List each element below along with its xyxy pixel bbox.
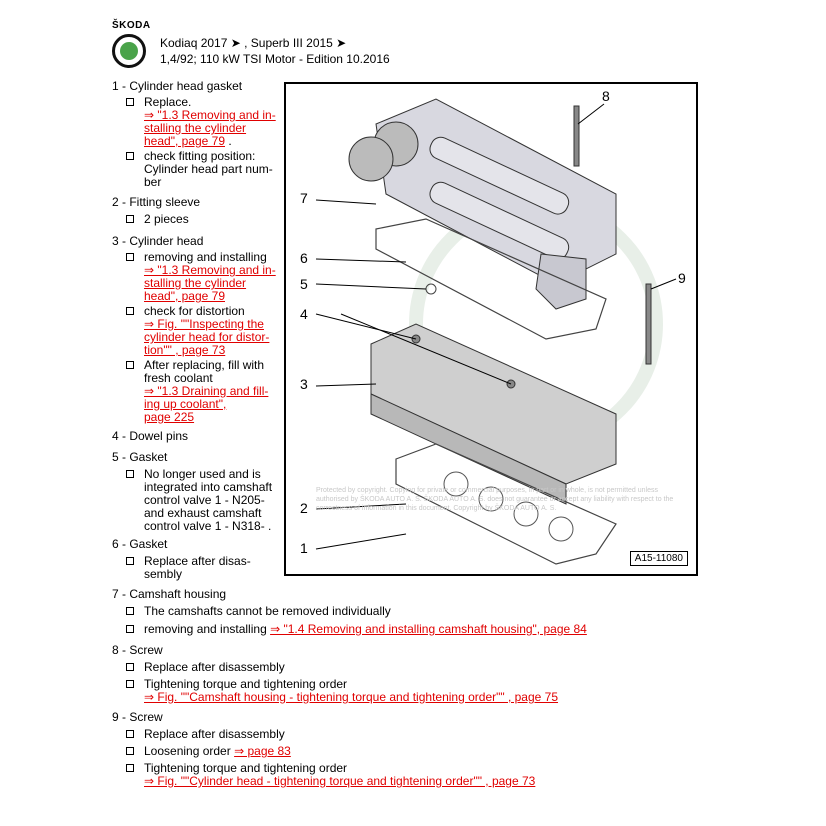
checkbox-bullet-icon [126,152,134,160]
callout-5: 5 [300,276,308,292]
exploded-view-diagram: 7 6 5 4 3 2 1 8 9 Protected by copyright… [284,82,698,576]
link[interactable]: ⇒ Fig. ""Camshaft housing - tightening t… [144,690,559,704]
link[interactable]: tion"" , page 73 [144,343,226,357]
link[interactable]: ⇒ Fig. ""Inspecting the [144,317,264,331]
item-title: 2 - Fitting sleeve [112,195,201,209]
item-title: 1 - Cylinder head gasket [112,79,243,93]
item-title: 9 - Screw [112,710,163,724]
callout-1: 1 [300,540,308,556]
checkbox-bullet-icon [126,307,134,315]
brand-name: ŠKODA [112,20,151,31]
callout-3: 3 [300,376,308,392]
item-title: 7 - Camshaft housing [112,587,227,601]
checkbox-bullet-icon [126,470,134,478]
item-title: 4 - Dowel pins [112,429,189,443]
checkbox-bullet-icon [126,607,134,615]
checkbox-bullet-icon [126,730,134,738]
link[interactable]: ⇒ "1.3 Removing and in- [144,263,276,277]
link[interactable]: ⇒ "1.3 Draining and fill- [144,384,269,398]
callout-4: 4 [300,306,308,322]
checkbox-bullet-icon [126,747,134,755]
checkbox-bullet-icon [126,557,134,565]
model-line: Kodiaq 2017 ➤ , Superb III 2015 ➤ [160,36,347,50]
checkbox-bullet-icon [126,764,134,772]
callout-8: 8 [602,88,610,104]
item-title: 5 - Gasket [112,450,168,464]
callout-2: 2 [300,500,308,516]
link[interactable]: ⇒ "1.3 Removing and in- [144,108,276,122]
checkbox-bullet-icon [126,680,134,688]
link[interactable]: ing up coolant", [144,397,227,411]
engine-line: 1,4/92; 110 kW TSI Motor - Edition 10.20… [160,52,390,66]
skoda-logo-icon [112,34,146,68]
callout-7: 7 [300,190,308,206]
engine-illustration-icon [315,98,677,565]
link[interactable]: ⇒ "1.4 Removing and installing camshaft … [270,622,587,636]
link[interactable]: page 225 [144,410,195,424]
checkbox-bullet-icon [126,253,134,261]
copyright-watermark: Protected by copyright. Copying for priv… [316,487,674,512]
link[interactable]: stalling the cylinder [144,276,247,290]
item-title: 8 - Screw [112,643,163,657]
callout-6: 6 [300,250,308,266]
checkbox-bullet-icon [126,625,134,633]
link[interactable]: cylinder head for distor- [144,330,270,344]
item-title: 3 - Cylinder head [112,234,204,248]
checkbox-bullet-icon [126,215,134,223]
link[interactable]: stalling the cylinder [144,121,247,135]
link[interactable]: ⇒ Fig. ""Cylinder head - tightening torq… [144,774,536,788]
link[interactable]: ⇒ page 83 [234,744,291,758]
item-title: 6 - Gasket [112,537,168,551]
checkbox-bullet-icon [126,663,134,671]
figure-id: A15-11080 [629,551,688,566]
callout-9: 9 [678,270,686,286]
document-header: ŠKODA Kodiaq 2017 ➤ , Superb III 2015 ➤ … [112,20,712,68]
checkbox-bullet-icon [126,361,134,369]
checkbox-bullet-icon [126,98,134,106]
link[interactable]: head", page 79 [144,289,225,303]
link[interactable]: head", page 79 [144,134,225,148]
